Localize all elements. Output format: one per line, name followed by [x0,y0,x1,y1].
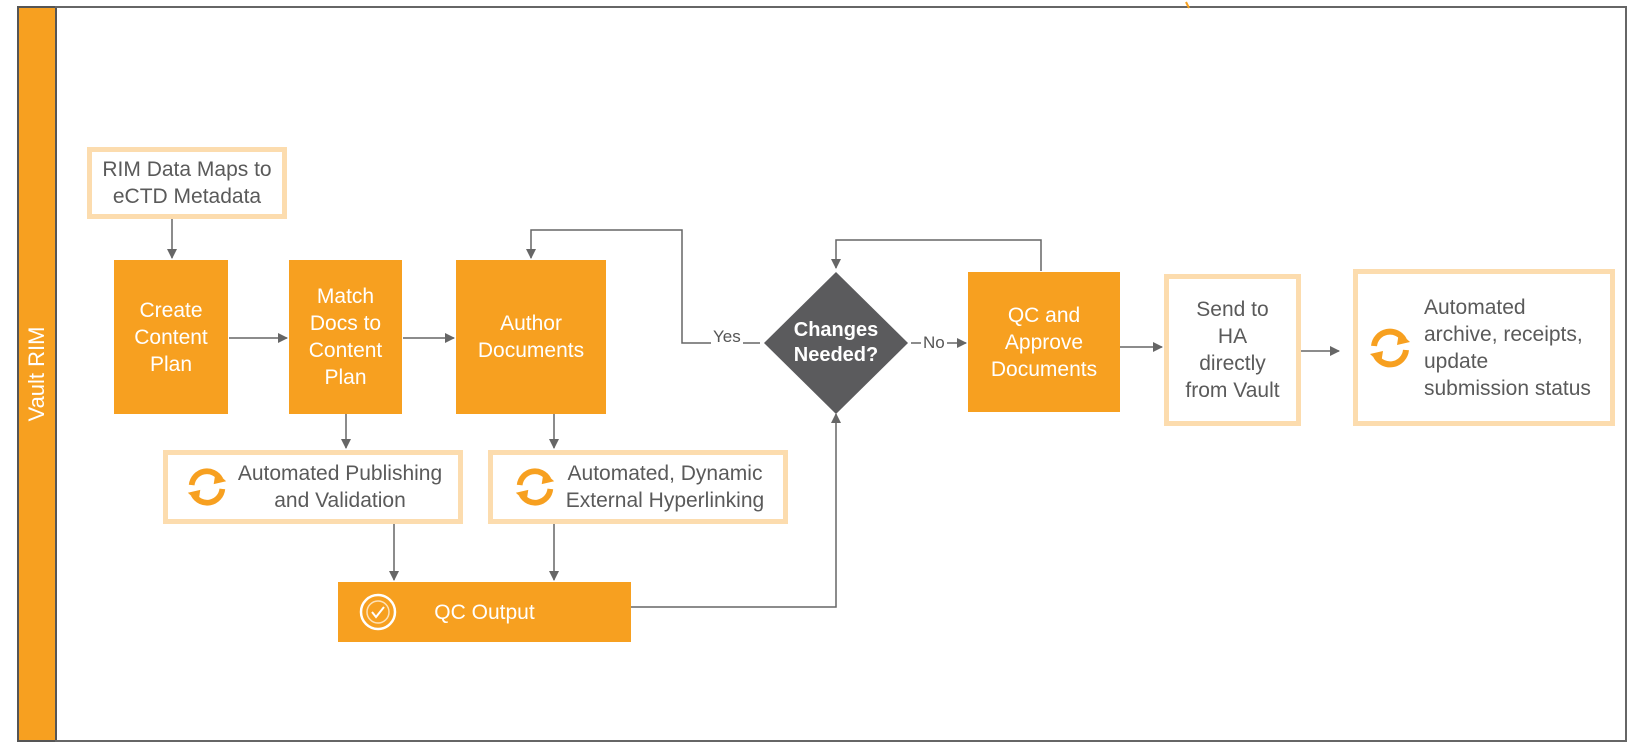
create-content-plan-label: Create Content Plan [134,298,208,376]
edge-changes-author-yes [526,229,760,344]
edge-qc-changes-loop [831,239,1042,271]
automated-hyperlinking-box: Automated, Dynamic External Hyperlinking [488,450,788,524]
decision-diamond [764,272,908,414]
swimlane-frame [55,6,1627,742]
qc-output-label: QC Output [434,600,535,624]
orange-mark [1185,1,1190,9]
qc-approve-label: QC and Approve Documents [990,303,1098,381]
automated-archive-box: Automated archive, receipts, update subm… [1353,269,1615,426]
sync-icon [515,468,554,506]
automated-hyperlinking-label: Automated, Dynamic External Hyperlinking [565,462,765,512]
check-circle-icon [359,593,397,631]
send-to-ha-label: Send to HA directly from Vault [1185,298,1280,402]
match-docs-label: Match Docs to Content Plan [308,285,383,389]
automated-publishing-box: Automated Publishing and Validation [163,450,463,524]
author-documents-box: Author Documents [456,260,606,414]
yes-label: Yes [711,327,743,347]
qc-approve-box: QC and Approve Documents [968,272,1120,412]
sync-icon [187,468,227,506]
changes-needed-decision: Changes Needed? [776,310,896,376]
send-to-ha-box: Send to HA directly from Vault [1164,274,1301,426]
sync-icon [1370,328,1410,367]
author-documents-label: Author Documents [477,312,585,362]
automated-archive-label: Automated archive, receipts, update subm… [1424,295,1591,400]
rim-data-maps-label: RIM Data Maps to eCTD Metadata [102,158,272,208]
no-label: No [921,333,947,353]
qc-output-box: QC Output [338,582,631,642]
rim-data-maps-box: RIM Data Maps to eCTD Metadata [87,147,287,219]
match-docs-box: Match Docs to Content Plan [289,260,402,414]
swimlane-header [17,6,57,742]
automated-publishing-label: Automated Publishing and Validation [237,462,443,512]
create-content-plan-box: Create Content Plan [114,260,228,414]
edge-qcoutput-changes [631,413,841,608]
changes-needed-label: Changes Needed? [793,319,879,366]
